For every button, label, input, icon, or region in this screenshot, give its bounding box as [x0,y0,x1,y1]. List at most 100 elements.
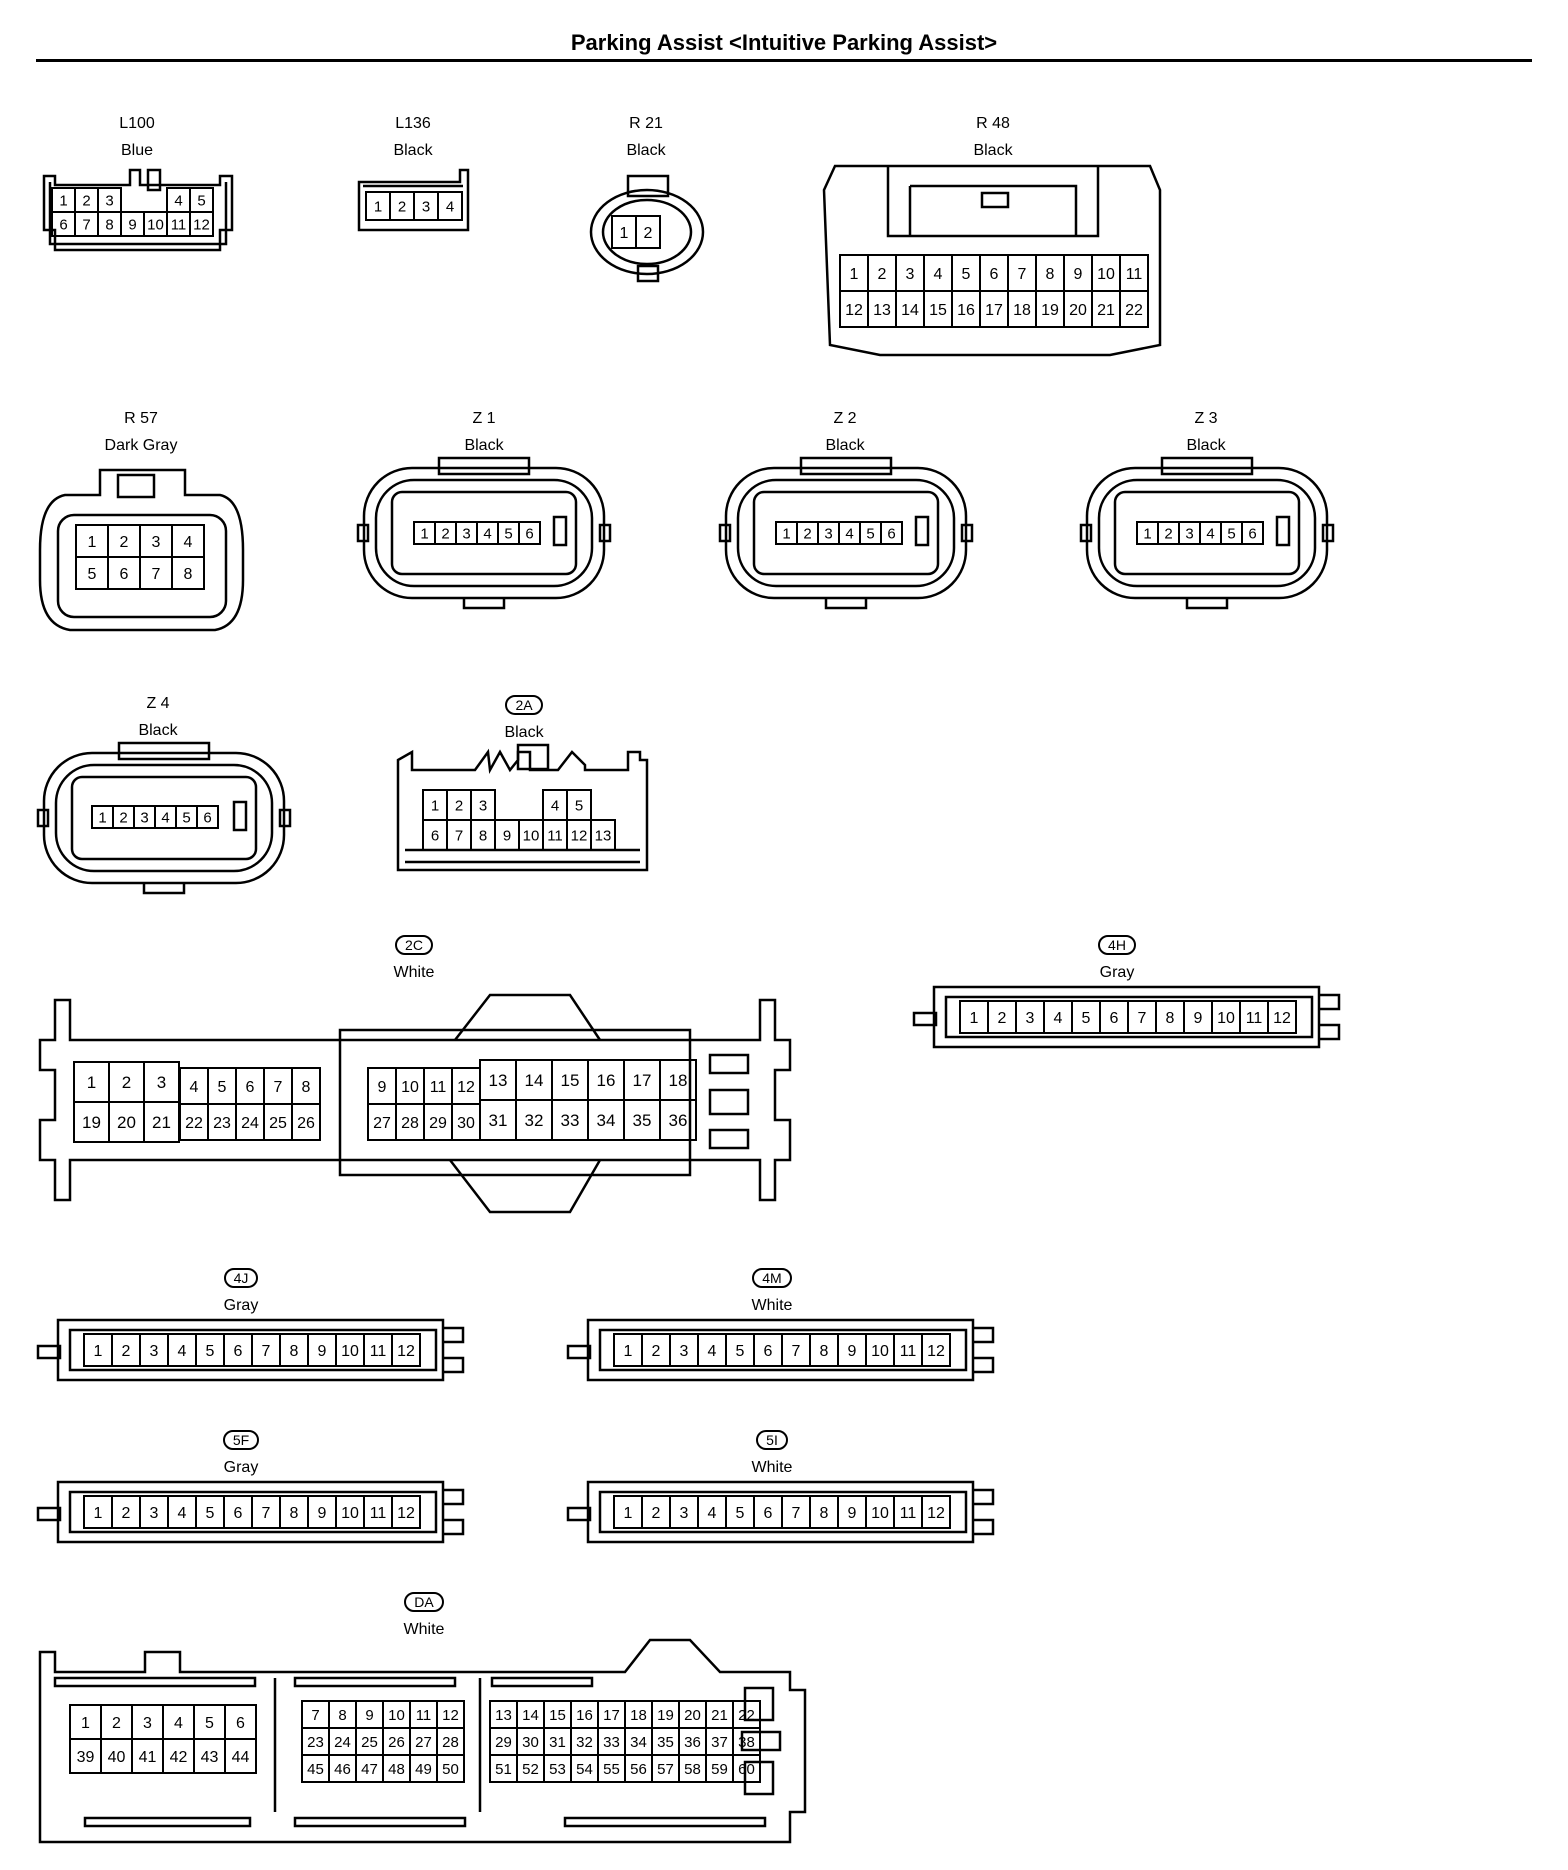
pin-number: 22 [185,1115,203,1132]
pin-number: 8 [338,1707,346,1724]
pin-number: 3 [143,1715,152,1732]
pin-number: 5 [575,797,583,814]
pin-number: 6 [764,1505,773,1522]
pin-number: 3 [1026,1010,1035,1027]
pin-number: 3 [422,198,430,215]
pin-number: 60 [738,1761,755,1778]
pin-number: 1 [970,1010,979,1027]
pin-cell [659,1099,697,1141]
pin-number: 1 [81,1715,90,1732]
pin-number: 7 [455,827,463,844]
pin-number: 31 [489,1111,508,1130]
pin-number: 2 [878,266,887,283]
pin-number: 2 [398,198,406,215]
pin-number: 52 [522,1761,539,1778]
connector-Z2-housing [718,456,974,610]
pin-number: 48 [388,1761,405,1778]
title-rule [36,59,1532,62]
pin-number: 29 [429,1115,447,1132]
pin-number: 19 [657,1707,674,1724]
pin-number: 8 [105,216,113,233]
pin-number: 12 [457,1079,475,1096]
pin-number: 30 [457,1115,475,1132]
connector-R48-housing [822,164,1162,357]
pin-cell [921,1495,951,1529]
pin-number: 14 [522,1707,539,1724]
pin-number: 35 [657,1734,674,1751]
connector-color: White [403,1621,445,1638]
pin-number: 1 [88,534,97,551]
pin-number: 11 [547,827,563,844]
connector-code: 4H [1098,935,1136,955]
pin-number: 5 [736,1343,745,1360]
pin-number: 7 [792,1505,801,1522]
pin-number: 4 [190,1079,199,1096]
pin-number: 6 [59,216,67,233]
pin-cell [291,1103,321,1141]
pin-number: 17 [633,1071,652,1090]
pin-number: 4 [708,1505,717,1522]
connector-4M-housing [566,1318,995,1382]
pin-number: 4 [1206,525,1214,542]
pin-number: 1 [624,1505,633,1522]
pin-cell [880,521,903,545]
pin-cell [921,1333,951,1367]
connector-code: R 21 [629,115,663,132]
connector-Z1-housing [356,456,612,610]
pin-cell [436,1754,465,1783]
pin-number: 5 [182,809,190,826]
pin-number: 40 [108,1749,126,1766]
pin-number: 45 [307,1761,324,1778]
pin-number: 28 [401,1115,419,1132]
connector-code: 2C [395,935,433,955]
pin-number: 2 [803,525,811,542]
connector-color: Black [1186,437,1226,454]
pin-cell [635,215,661,249]
connector-color: Blue [120,142,154,159]
pin-number: 4 [184,534,193,551]
pin-number: 5 [218,1079,227,1096]
pin-number: 1 [620,225,629,242]
pin-number: 34 [630,1734,647,1751]
pin-number: 21 [1097,302,1115,319]
pin-number: 19 [1041,302,1059,319]
pin-number: 1 [782,525,790,542]
pin-number: 2 [441,525,449,542]
pin-number: 24 [334,1734,351,1751]
pin-number: 5 [1082,1010,1091,1027]
pin-number: 4 [551,797,559,814]
pin-number: 6 [1110,1010,1119,1027]
pin-number: 3 [680,1505,689,1522]
pin-number: 11 [370,1505,387,1522]
pin-number: 7 [1018,266,1027,283]
connector-code: DA [404,1592,444,1612]
pin-number: 1 [87,1073,96,1092]
pin-number: 12 [193,216,210,233]
pin-number: 5 [866,525,874,542]
pin-number: 2 [122,1343,131,1360]
pin-number: 8 [820,1343,829,1360]
pin-number: 16 [957,302,975,319]
connector-color: Black [138,722,178,739]
pin-number: 49 [415,1761,432,1778]
pin-number: 13 [595,827,612,844]
pin-number: 15 [549,1707,566,1724]
pin-number: 6 [764,1343,773,1360]
pin-number: 18 [1013,302,1031,319]
pin-number: 11 [900,1505,917,1522]
pin-number: 44 [232,1749,250,1766]
connector-code: L136 [395,115,431,132]
pin-number: 3 [150,1505,159,1522]
